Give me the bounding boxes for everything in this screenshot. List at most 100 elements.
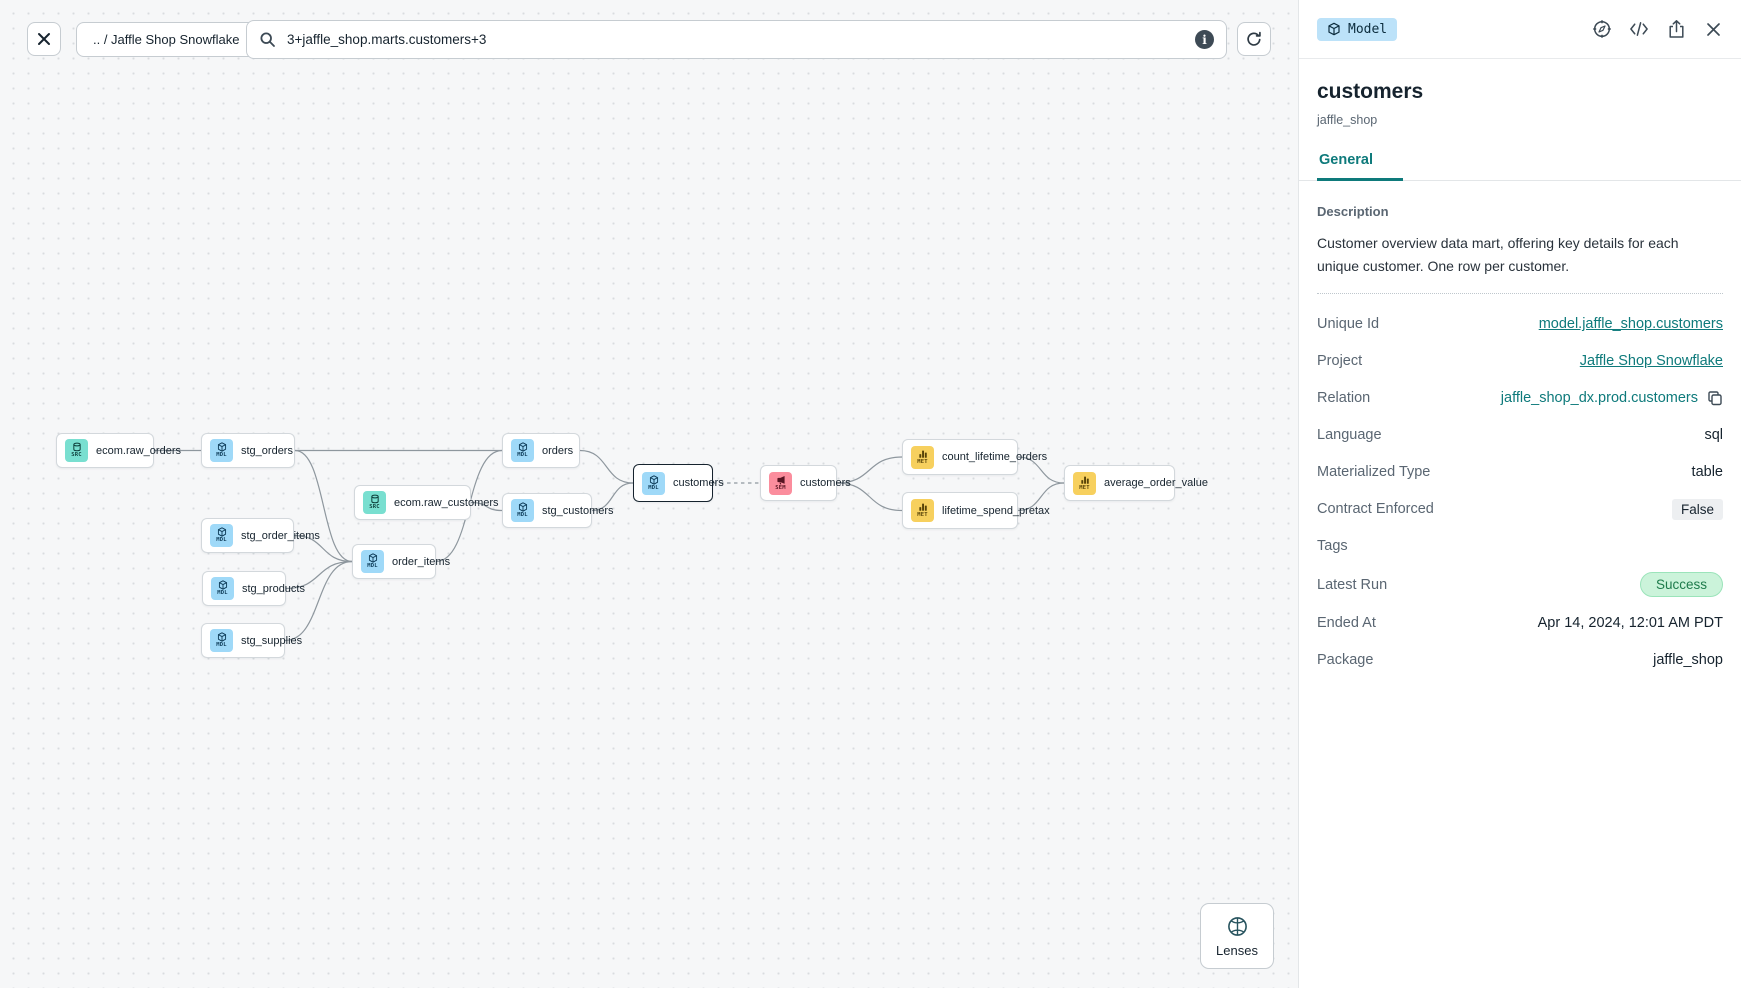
copy-icon[interactable]	[1707, 390, 1723, 406]
graph-node-stg_products[interactable]: MDL stg_products	[202, 571, 305, 606]
field-label: Project	[1317, 353, 1363, 370]
node-label: customers	[673, 477, 724, 489]
description-text: Customer overview data mart, offering ke…	[1317, 235, 1679, 275]
field-value-link[interactable]: Jaffle Shop Snowflake	[1579, 353, 1723, 370]
node-label: stg_orders	[241, 444, 293, 457]
view-code-button[interactable]	[1629, 19, 1649, 39]
node-label: orders	[542, 444, 574, 457]
field-value: jaffle_shop_dx.prod.customers	[1500, 390, 1698, 407]
model-icon: MDL	[361, 550, 384, 573]
source-icon: SRC	[363, 491, 386, 514]
graph-node-orders[interactable]: MDL orders	[502, 433, 580, 468]
close-icon	[1706, 22, 1720, 36]
metric-icon: MET	[911, 445, 934, 469]
node-label: stg_customers	[542, 504, 614, 517]
field-label: Latest Run	[1317, 576, 1388, 593]
resource-type-label: Model	[1348, 21, 1388, 37]
field-row-relation: Relation jaffle_shop_dx.prod.customers	[1317, 387, 1723, 409]
explore-lineage-button[interactable]	[1592, 19, 1612, 39]
lenses-button[interactable]: Lenses	[1200, 903, 1274, 969]
field-row-ended-at: Ended At Apr 14, 2024, 12:01 AM PDT	[1317, 612, 1723, 634]
share-icon	[1668, 20, 1684, 38]
field-value-link[interactable]: model.jaffle_shop.customers	[1538, 316, 1723, 333]
node-label: lifetime_spend_pretax	[942, 504, 1050, 517]
graph-node-count_lifetime_orders[interactable]: MET count_lifetime_orders	[902, 439, 1047, 475]
node-label: stg_supplies	[241, 634, 303, 647]
model-icon: MDL	[511, 439, 534, 462]
model-icon: MDL	[511, 499, 534, 522]
graph-node-stg_supplies[interactable]: MDL stg_supplies	[201, 623, 302, 658]
field-row-tags: Tags	[1317, 535, 1723, 557]
model-icon: MDL	[642, 471, 665, 495]
graph-node-stg_customers[interactable]: MDL stg_customers	[502, 493, 614, 528]
graph-node-customers[interactable]: MDL customers	[633, 464, 724, 502]
breadcrumb[interactable]: .. / Jaffle Shop Snowflake	[76, 22, 257, 57]
field-label: Materialized Type	[1317, 464, 1431, 481]
refresh-button[interactable]	[1237, 22, 1271, 56]
code-icon	[1630, 22, 1648, 36]
status-badge: False	[1671, 498, 1723, 520]
close-panel-button[interactable]	[1703, 19, 1723, 39]
lineage-search-box: i	[246, 20, 1227, 59]
source-icon: SRC	[65, 439, 88, 462]
info-icon[interactable]: i	[1195, 30, 1214, 49]
field-label: Unique Id	[1317, 316, 1380, 333]
field-value: jaffle_shop	[1653, 652, 1723, 669]
lenses-icon	[1227, 916, 1247, 936]
field-value: sql	[1704, 427, 1723, 444]
node-label: stg_order_items	[241, 529, 320, 542]
package-subtitle: jaffle_shop	[1317, 113, 1378, 127]
graph-node-lifetime_spend_pretax[interactable]: MET lifetime_spend_pretax	[902, 492, 1050, 529]
model-cube-icon	[1328, 22, 1340, 36]
field-label: Ended At	[1317, 615, 1376, 632]
field-label: Package	[1317, 652, 1374, 669]
close-icon	[38, 33, 50, 45]
semantic-model-icon: SEM	[769, 471, 792, 495]
node-label: ecom.raw_customers	[394, 496, 499, 509]
resource-type-badge: Model	[1317, 17, 1398, 41]
model-icon: MDL	[210, 629, 233, 652]
page-title: customers	[1317, 80, 1424, 103]
graph-node-average_order_value[interactable]: MET average_order_value	[1064, 465, 1208, 501]
field-row-latest-run: Latest Run Success	[1317, 572, 1723, 598]
selector-search-input[interactable]	[285, 31, 1186, 48]
field-label: Relation	[1317, 390, 1371, 407]
compass-icon	[1593, 20, 1611, 38]
breadcrumb-label: .. / Jaffle Shop Snowflake	[93, 32, 240, 47]
panel-tabs: General	[1299, 151, 1741, 181]
metric-icon: MET	[1073, 471, 1096, 495]
node-label: stg_products	[242, 582, 305, 595]
model-icon: MDL	[211, 577, 234, 600]
graph-node-stg_orders[interactable]: MDL stg_orders	[201, 433, 295, 468]
field-value: Apr 14, 2024, 12:01 AM PDT	[1537, 615, 1723, 632]
field-row-unique-id: Unique Id model.jaffle_shop.customers	[1317, 313, 1723, 335]
panel-header: Model	[1299, 0, 1741, 59]
lenses-label: Lenses	[1216, 942, 1258, 958]
tab-general[interactable]: General	[1317, 152, 1403, 181]
divider	[1317, 293, 1723, 295]
graph-node-stg_order_items[interactable]: MDL stg_order_items	[201, 518, 320, 553]
share-button[interactable]	[1666, 19, 1686, 39]
metric-icon: MET	[911, 499, 934, 522]
node-label: order_items	[392, 555, 451, 568]
graph-node-ecom.raw_customers[interactable]: SRC ecom.raw_customers	[354, 485, 499, 520]
details-panel: Model customers jaffle_shop General Desc…	[1298, 0, 1741, 988]
node-label: count_lifetime_orders	[942, 451, 1048, 463]
graph-node-order_items[interactable]: MDL order_items	[352, 544, 450, 579]
field-label: Tags	[1317, 538, 1348, 555]
model-icon: MDL	[210, 439, 233, 462]
close-lineage-button[interactable]	[27, 22, 61, 56]
field-row-project: Project Jaffle Shop Snowflake	[1317, 350, 1723, 372]
search-icon	[260, 32, 275, 47]
node-label: average_order_value	[1104, 477, 1208, 489]
status-badge: Success	[1639, 572, 1723, 598]
model-icon: MDL	[210, 524, 233, 547]
field-row-package: Package jaffle_shop	[1317, 649, 1723, 671]
